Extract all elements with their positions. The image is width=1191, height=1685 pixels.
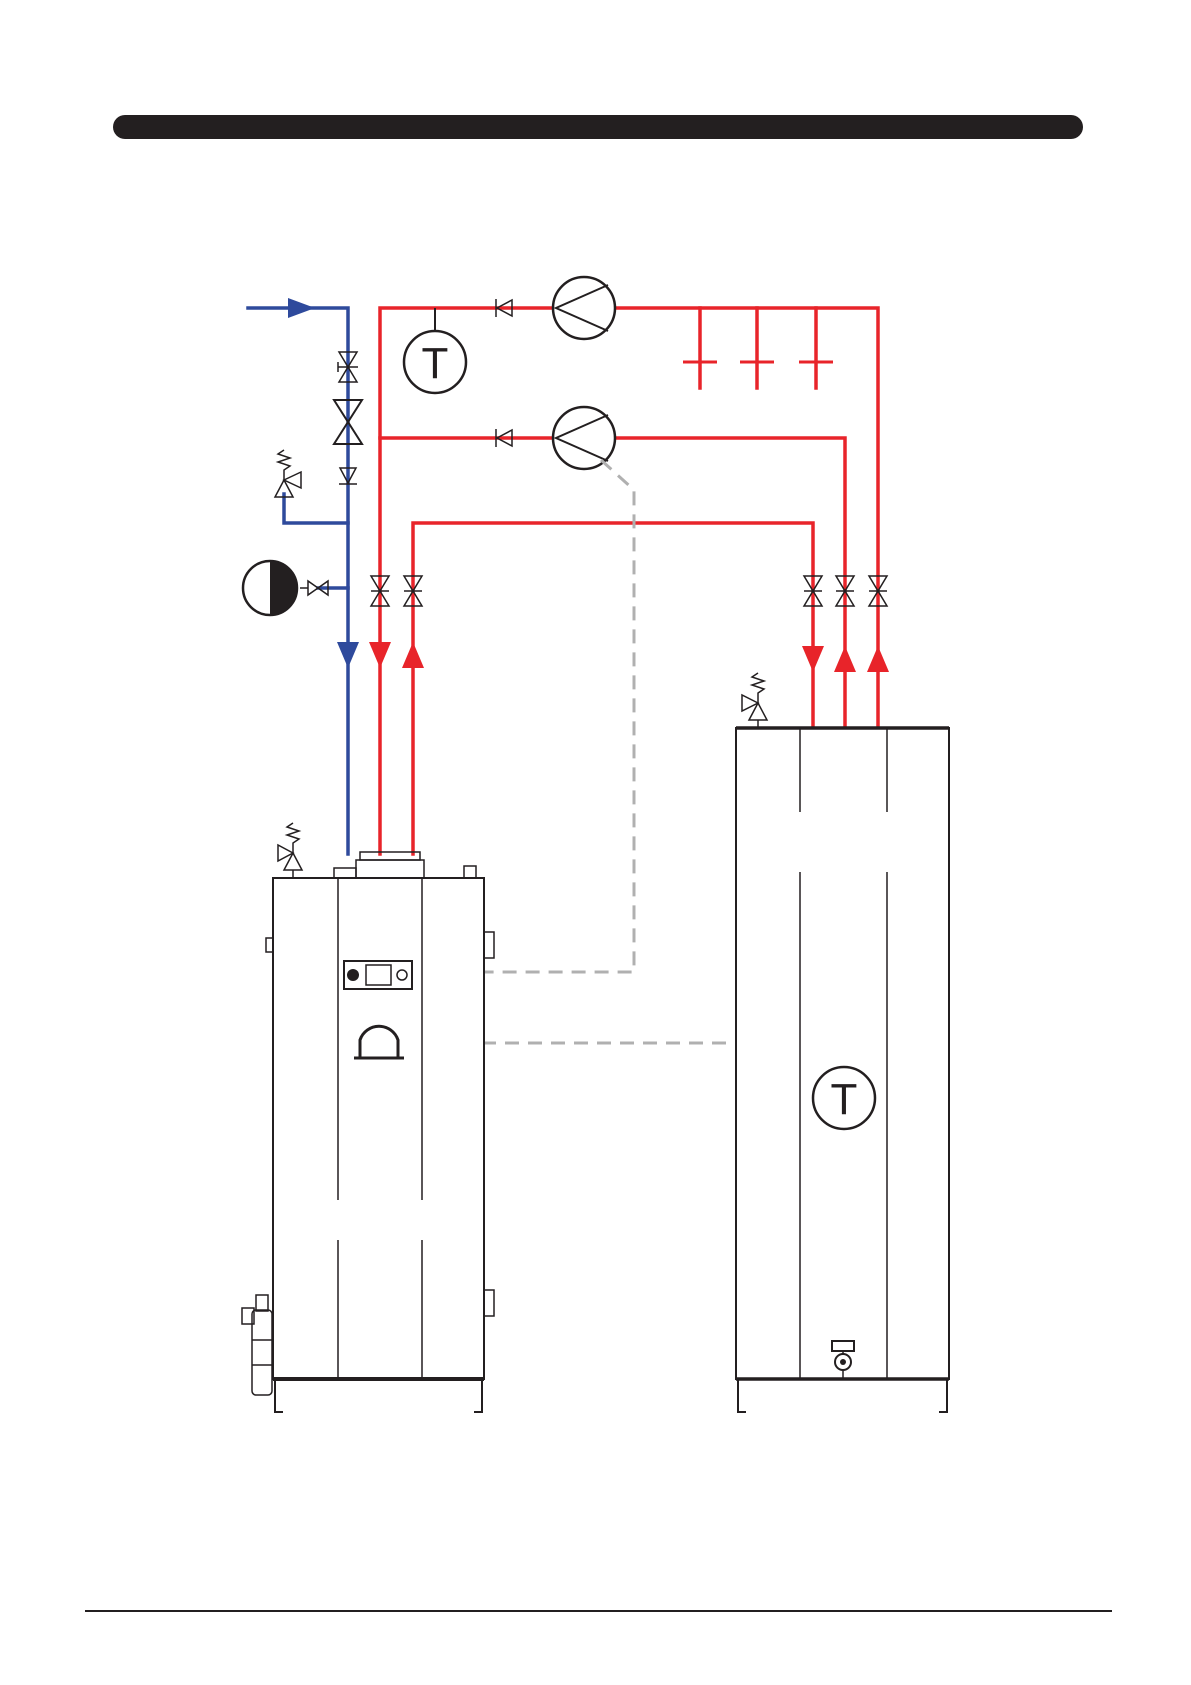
temperature-sensor-icon: T (404, 308, 466, 393)
flow-arrow-icon (402, 642, 424, 668)
boiler-unit (242, 852, 494, 1412)
temperature-sensor-icon: T (813, 1067, 875, 1129)
flow-arrow-icon (288, 298, 315, 318)
loop-sensor-label: T (422, 339, 449, 388)
pump-control-line (482, 460, 634, 972)
boiler-control-panel (344, 961, 412, 989)
flow-arrow-icon (369, 642, 391, 668)
safety-valve-icon (278, 823, 302, 878)
cylinder-sensor-label: T (831, 1075, 858, 1124)
safety-valve-icon (275, 450, 301, 497)
flow-arrow-icon (834, 646, 856, 672)
expansion-vessel-icon (243, 561, 328, 615)
flow-arrow-icon (867, 646, 889, 672)
circulation-pump-icon (553, 407, 615, 469)
footer-rule (85, 1610, 1112, 1612)
circulation-pump-icon (553, 277, 615, 339)
gas-valve-icon (242, 1295, 272, 1395)
flow-arrow-icon (802, 646, 824, 672)
flow-arrow-icon (337, 642, 359, 668)
safety-valve-icon (742, 673, 767, 728)
